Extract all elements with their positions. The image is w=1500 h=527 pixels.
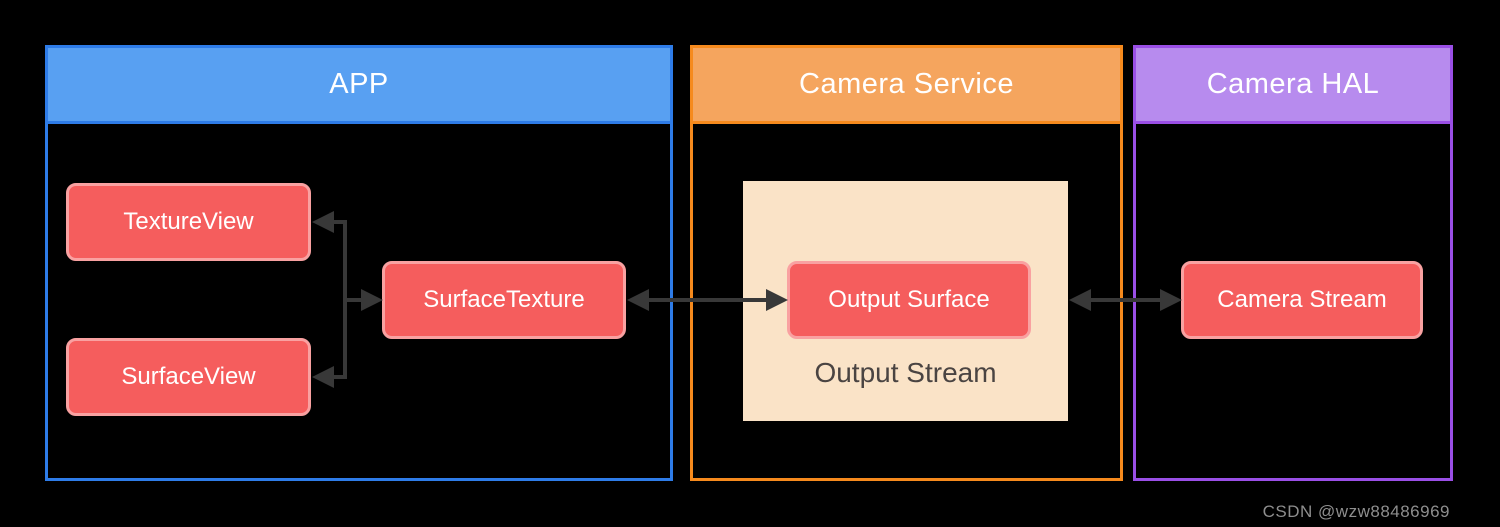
- csdn-watermark: CSDN @wzw88486969: [1262, 502, 1450, 521]
- app-title: APP: [329, 68, 389, 100]
- node-texture-view-label: TextureView: [123, 208, 254, 235]
- container-camera-hal: Camera HAL Camera Stream: [1133, 45, 1453, 481]
- node-surface-view: SurfaceView: [66, 338, 311, 416]
- camera-hal-header: Camera HAL: [1136, 48, 1450, 124]
- app-body: TextureView SurfaceView SurfaceTexture: [48, 124, 670, 478]
- node-camera-stream: Camera Stream: [1181, 261, 1423, 339]
- node-texture-view: TextureView: [66, 183, 311, 261]
- output-stream-group: Output Surface Output Stream: [743, 181, 1068, 421]
- node-surface-texture: SurfaceTexture: [382, 261, 626, 339]
- app-header: APP: [48, 48, 670, 124]
- camera-service-header: Camera Service: [693, 48, 1120, 124]
- camera-service-body: Output Surface Output Stream: [693, 124, 1120, 478]
- node-camera-stream-label: Camera Stream: [1217, 286, 1387, 313]
- output-stream-group-label: Output Stream: [814, 357, 997, 388]
- container-camera-service: Camera Service Output Surface Output Str…: [690, 45, 1123, 481]
- camera-service-title: Camera Service: [799, 68, 1014, 100]
- container-app: APP TextureView SurfaceView SurfaceTextu…: [45, 45, 673, 481]
- camera-hal-title: Camera HAL: [1206, 68, 1380, 100]
- node-surface-texture-label: SurfaceTexture: [423, 286, 585, 313]
- node-output-surface-label: Output Surface: [828, 286, 990, 313]
- camera-hal-body: Camera Stream: [1136, 124, 1450, 478]
- node-output-surface: Output Surface: [787, 261, 1031, 339]
- node-surface-view-label: SurfaceView: [121, 363, 256, 390]
